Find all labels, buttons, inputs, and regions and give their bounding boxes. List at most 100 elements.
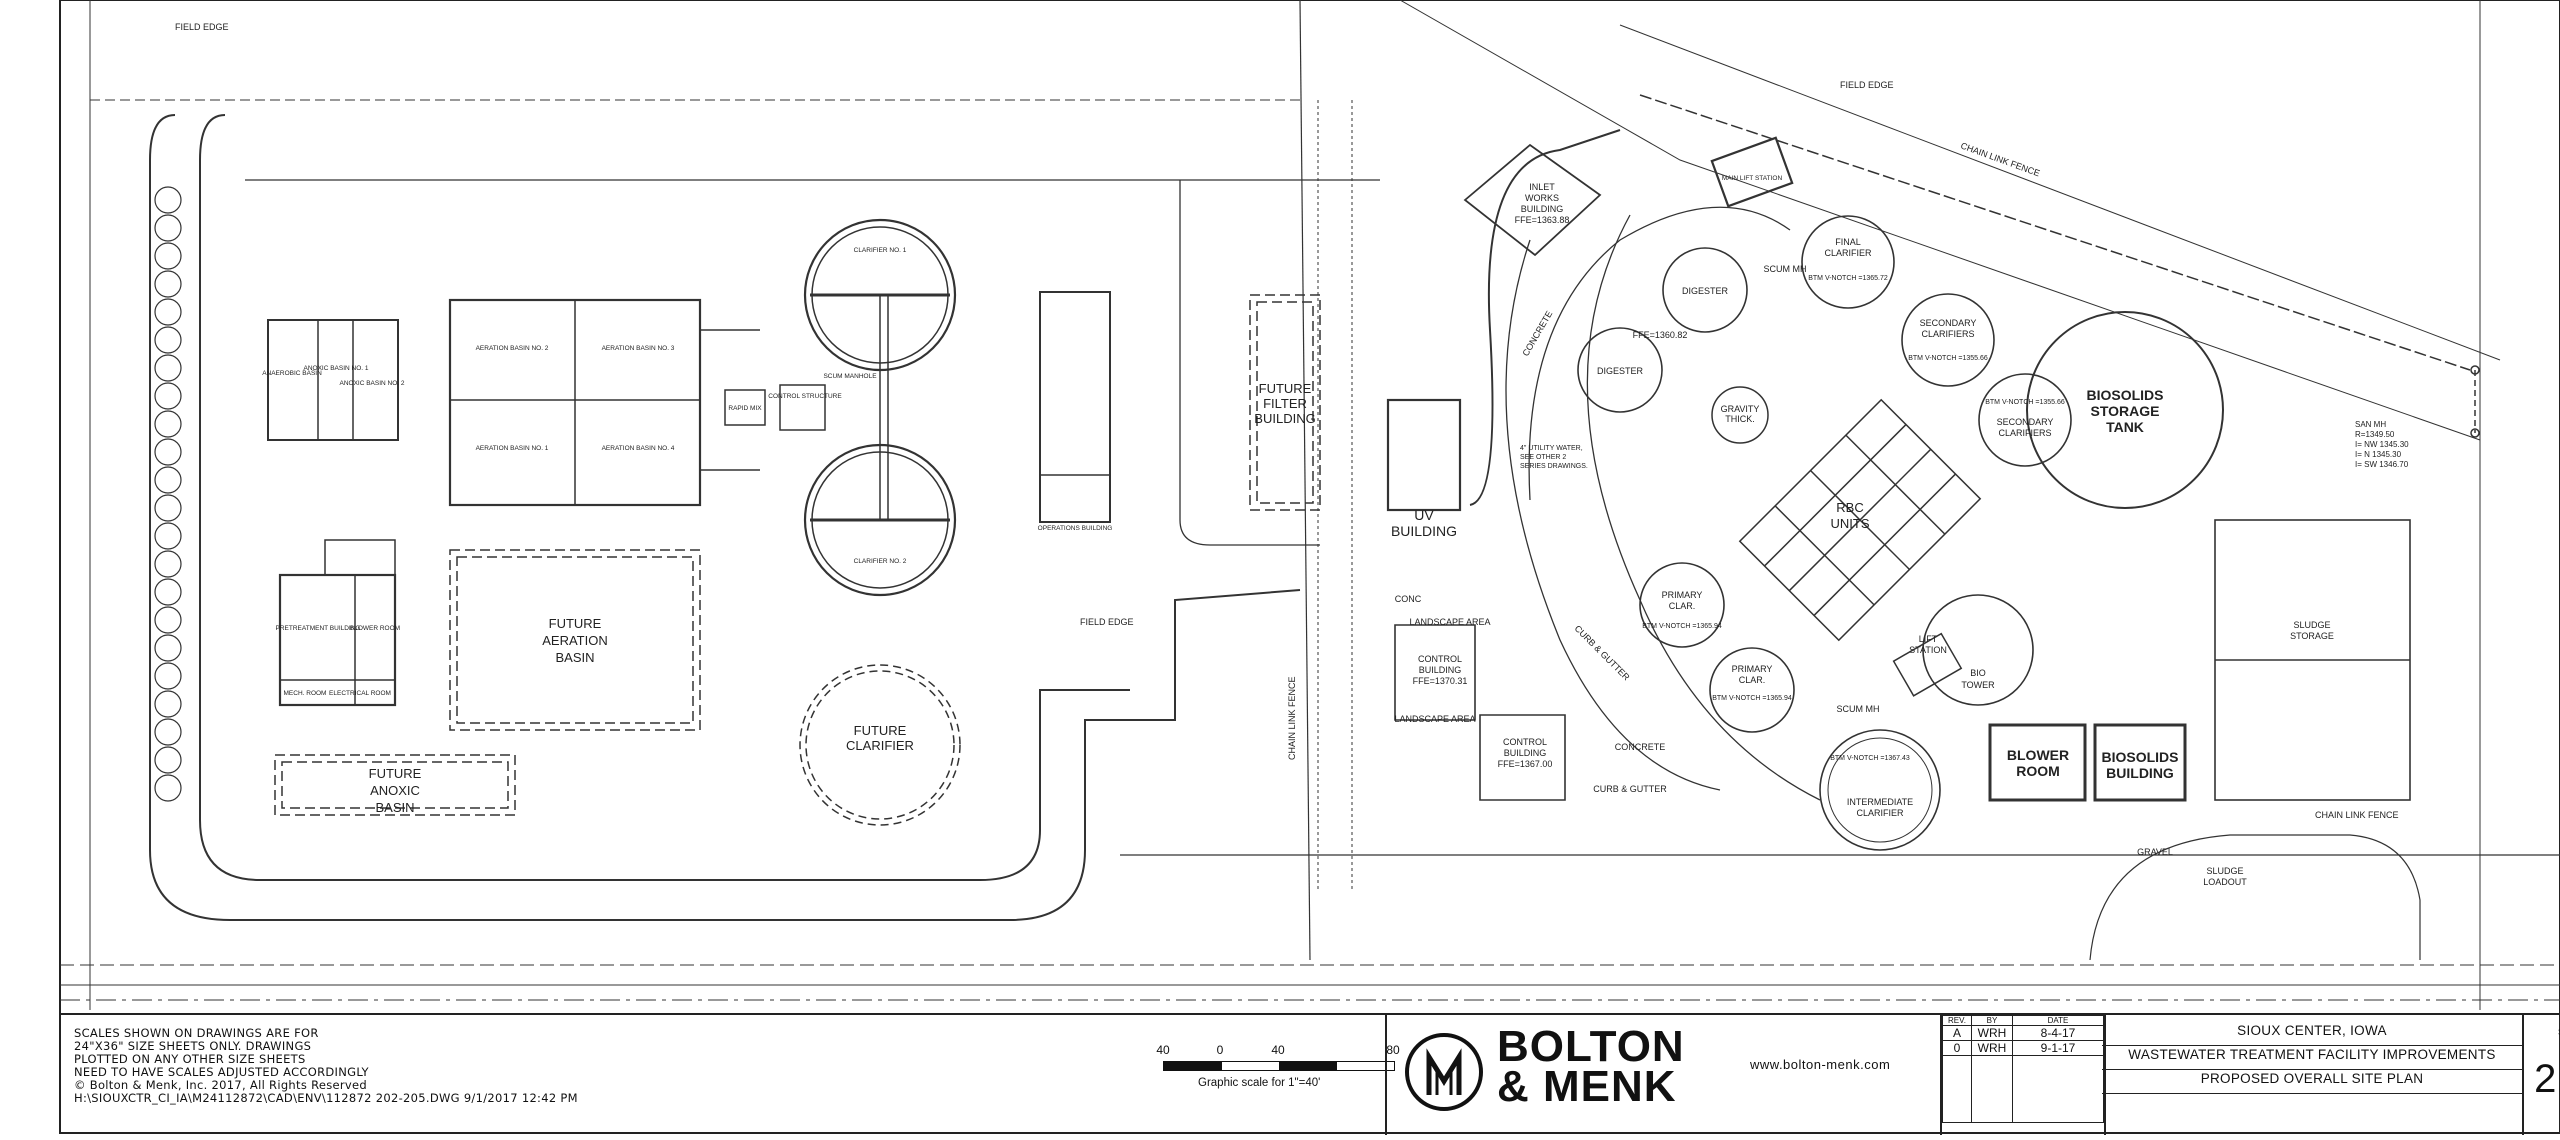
label-secondary-clarifiers: CLARIFIERS — [1921, 329, 1974, 339]
label-control-building: BUILDING — [1419, 665, 1462, 675]
firm-logo: BOLTON & MENK — [1385, 1015, 1717, 1135]
label-chain-link-fence: CHAIN LINK FENCE — [2315, 810, 2399, 820]
label-control-building: CONTROL — [1503, 737, 1547, 747]
label-future-filter: BUILDING — [1254, 411, 1315, 426]
label-final-clarifier-notch: BTM V-NOTCH =1365.72 — [1808, 275, 1888, 282]
label-future-aeration: AERATION — [542, 633, 608, 648]
label-san-mh: SAN MH — [2355, 420, 2386, 429]
label-primary-clar: PRIMARY — [1662, 590, 1703, 600]
scale-bar — [1163, 1061, 1395, 1071]
label-future-anoxic: BASIN — [375, 800, 414, 815]
rev-header: DATE — [2012, 1015, 2104, 1026]
label-inlet-works-ffe: FFE=1363.88 — [1515, 215, 1570, 225]
bolton-menk-logo-icon — [1405, 1033, 1483, 1111]
label-anaerobic-basin: ANAEROBIC BASIN — [262, 370, 322, 377]
label-future-anoxic: ANOXIC — [370, 783, 420, 798]
label-future-aeration: FUTURE — [549, 616, 602, 631]
label-scum-mh: SCUM MH — [1764, 264, 1807, 274]
label-gravity-thick: GRAVITY — [1721, 404, 1760, 414]
revision-table: REV. BY DATE A WRH 8-4-17 0 WRH 9-1-17 — [1940, 1015, 2106, 1135]
label-rapid-mix: RAPID MIX — [728, 405, 762, 412]
label-digester-ffe: FFE=1360.82 — [1633, 330, 1688, 340]
label-primary-clar-notch: BTM V-NOTCH =1365.94 — [1712, 695, 1792, 702]
label-inlet-works: INLET — [1529, 182, 1555, 192]
label-intermediate-clarifier-notch: BTM V-NOTCH =1367.43 — [1830, 755, 1910, 762]
label-rbc-units: RBC — [1836, 500, 1863, 515]
label-intermediate-clarifier: INTERMEDIATE — [1847, 797, 1913, 807]
label-rbc-units: UNITS — [1831, 516, 1870, 531]
label-blower-room: BLOWER ROOM — [350, 625, 400, 632]
label-biosolids-tank: TANK — [2106, 419, 2144, 435]
label-scum-mh: SCUM MH — [1837, 704, 1880, 714]
rev-cell: WRH — [1971, 1025, 2013, 1041]
label-control-building: BUILDING — [1504, 748, 1547, 758]
scale-tick: 40 — [1156, 1043, 1170, 1057]
label-sludge-loadout: SLUDGE — [2206, 866, 2243, 876]
label-biosolids-building: BIOSOLIDS — [2101, 749, 2178, 765]
label-final-clarifier: FINAL — [1835, 237, 1861, 247]
sheet-title: PROPOSED OVERALL SITE PLAN — [2102, 1071, 2522, 1094]
label-future-clarifier: CLARIFIER — [846, 738, 914, 753]
rev-cell: 9-1-17 — [2012, 1040, 2104, 1056]
label-scum-manhole: SCUM MANHOLE — [823, 373, 877, 380]
title-block: SCALES SHOWN ON DRAWINGS ARE FOR 24"x36"… — [60, 1013, 2560, 1135]
label-san-mh: I= SW 1346.70 — [2355, 460, 2409, 469]
label-primary-clar-notch: BTM V-NOTCH =1365.94 — [1642, 623, 1722, 630]
label-control-structure: CONTROL STRUCTURE — [768, 393, 842, 400]
label-lift-station: STATION — [1909, 645, 1947, 655]
label-future-clarifier: FUTURE — [854, 723, 907, 738]
label-sludge-storage: STORAGE — [2290, 631, 2334, 641]
label-biosolids-tank: STORAGE — [2091, 403, 2160, 419]
label-control-building-ffe: FFE=1370.31 — [1413, 676, 1468, 686]
revision-row: A WRH 8-4-17 — [1942, 1025, 2104, 1041]
scale-tick: 40 — [1271, 1043, 1285, 1057]
label-control-building: CONTROL — [1418, 654, 1462, 664]
label-chain-link-fence: CHAIN LINK FENCE — [1959, 140, 2041, 178]
label-san-mh: I= N 1345.30 — [2355, 450, 2402, 459]
label-gravity-thick: THICK. — [1725, 414, 1755, 424]
sheet-title-block: SIOUX CENTER, IOWA WASTEWATER TREATMENT … — [2102, 1015, 2522, 1135]
label-biosolids-tank: BIOSOLIDS — [2086, 387, 2163, 403]
label-operations-building: OPERATIONS BUILDING — [1038, 525, 1113, 532]
project-name: WASTEWATER TREATMENT FACILITY IMPROVEMEN… — [2102, 1047, 2522, 1070]
label-aeration-basin: AERATION BASIN NO. 1 — [476, 445, 549, 452]
scale-tick: 80 — [1386, 1043, 1400, 1057]
label-future-anoxic: FUTURE — [369, 766, 422, 781]
label-mech-room: MECH. ROOM — [284, 690, 327, 697]
label-secondary-clarifiers: SECONDARY — [1920, 318, 1977, 328]
label-bio-tower: TOWER — [1961, 680, 1995, 690]
label-secondary-clarifiers-notch: BTM V-NOTCH =1355.66 — [1908, 355, 1988, 362]
label-bio-tower: BIO — [1970, 668, 1986, 678]
label-utility-water: 4" UTILITY WATER, — [1520, 445, 1583, 452]
label-final-clarifier: CLARIFIER — [1824, 248, 1872, 258]
label-inlet-works: BUILDING — [1521, 204, 1564, 214]
scale-tick: 0 — [1216, 1043, 1224, 1057]
label-gravel: GRAVEL — [2137, 847, 2173, 857]
firm-name-line: BOLTON — [1497, 1022, 1685, 1071]
scale-caption: Graphic scale for 1"=40' — [1198, 1077, 1321, 1089]
label-pretreatment-building: PRETREATMENT BUILDING — [276, 625, 361, 632]
label-concrete: CONCRETE — [1615, 742, 1666, 752]
label-future-filter: FUTURE — [1259, 381, 1312, 396]
label-electrical-room: ELECTRICAL ROOM — [329, 690, 391, 697]
rev-cell: 8-4-17 — [2012, 1025, 2104, 1041]
label-main-lift-station: MAIN LIFT STATION — [1722, 175, 1783, 182]
label-san-mh: R=1349.50 — [2355, 430, 2395, 439]
label-sludge-storage: SLUDGE — [2293, 620, 2330, 630]
label-biosolids-building: BUILDING — [2106, 765, 2174, 781]
label-blower-room-main: ROOM — [2016, 763, 2060, 779]
label-uv-building: BUILDING — [1391, 523, 1457, 539]
label-aeration-basin: AERATION BASIN NO. 4 — [602, 445, 675, 452]
rev-cell: A — [1942, 1025, 1972, 1041]
label-landscape-area: LANDSCAPE AREA — [1409, 617, 1490, 627]
firm-name-line: & MENK — [1497, 1062, 1677, 1111]
label-inlet-works: WORKS — [1525, 193, 1559, 203]
graphic-scale: 40 0 40 80 Graphic scale for 1"=40' — [1098, 1043, 1400, 1103]
label-anoxic-basin: ANOXIC BASIN NO. 2 — [339, 380, 404, 387]
sheet-number-box: SHEET 2.02 — [2522, 1015, 2560, 1135]
label-field-edge: FIELD EDGE — [175, 22, 229, 32]
label-future-filter: FILTER — [1263, 396, 1307, 411]
sheet-label: SHEET — [2524, 1027, 2560, 1037]
label-intermediate-clarifier: CLARIFIER — [1856, 808, 1904, 818]
